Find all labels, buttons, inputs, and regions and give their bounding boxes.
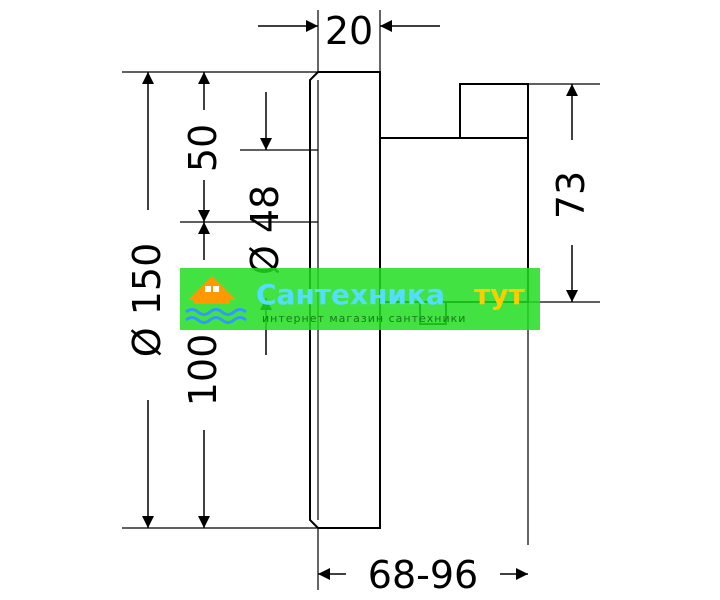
watermark-tagline: интернет магазин сантехники [262, 312, 466, 325]
watermark-brand: Сантехника [256, 278, 445, 311]
dim-top-width: 20 [258, 9, 440, 53]
waves-icon [185, 308, 247, 316]
dim-right-height-label: 73 [549, 171, 593, 219]
house-logo [185, 276, 247, 324]
dim-lower-offset-label: 100 [181, 334, 225, 407]
dim-total-diameter: Ø 150 [125, 72, 169, 528]
dim-right-height: 73 [549, 84, 593, 302]
dim-bottom-depth-label: 68-96 [368, 553, 478, 597]
top-connector [459, 83, 529, 139]
watermark-band [180, 268, 540, 330]
dim-top-width-label: 20 [325, 9, 373, 53]
dim-upper-offset-label: 50 [181, 124, 225, 172]
watermark: Сантехника тут интернет магазин сантехни… [180, 268, 540, 330]
dim-inner-diameter-label: Ø 48 [243, 185, 287, 275]
dim-bottom-depth: 68-96 [318, 553, 528, 597]
dim-total-diameter-label: Ø 150 [125, 243, 169, 358]
dim-offsets: 50 100 [181, 72, 225, 528]
watermark-brand-accent: тут [474, 278, 525, 311]
